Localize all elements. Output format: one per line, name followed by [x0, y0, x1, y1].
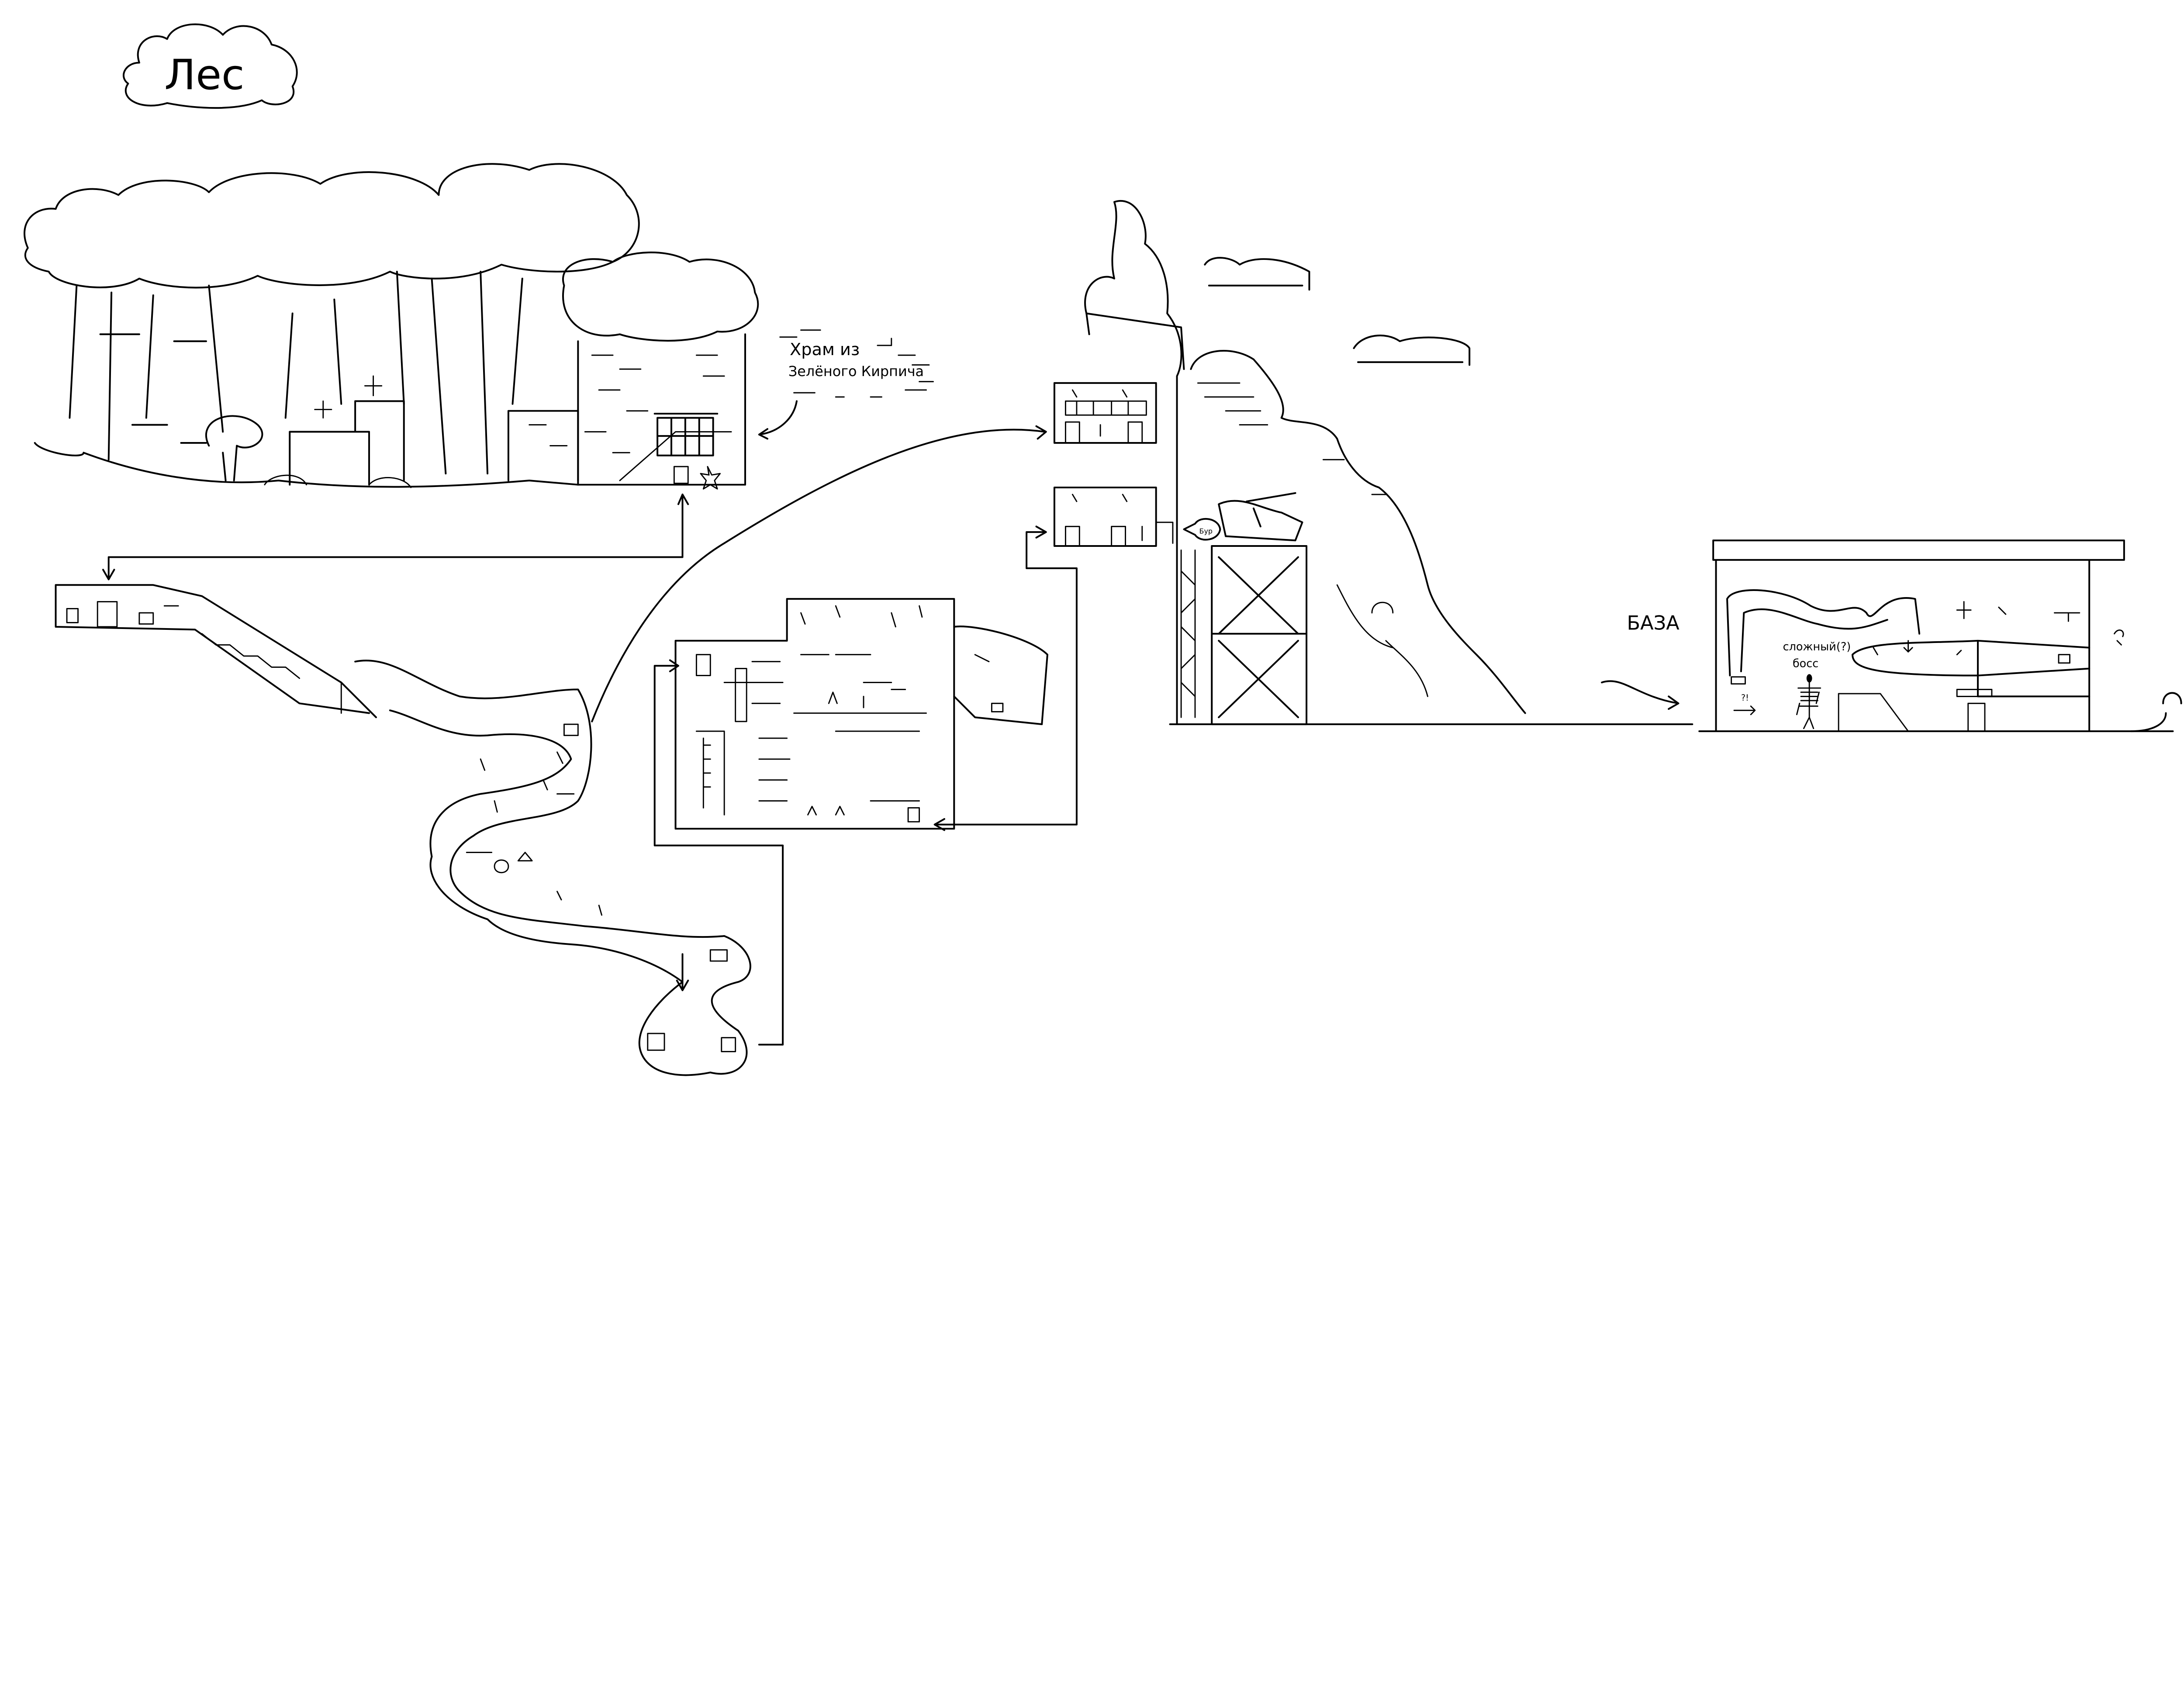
drill-tower: Бур — [1180, 492, 1308, 726]
forest-area — [24, 163, 759, 490]
base-label: БАЗА — [1627, 612, 1679, 634]
temple-label: Храм из Зелёного Кирпича — [758, 329, 934, 440]
skeleton-boss-icon — [1796, 674, 1821, 729]
title-cloud: Лес — [123, 23, 298, 109]
title-text: Лес — [164, 50, 244, 99]
cave-area — [55, 584, 751, 1076]
exclaim-label: ?! — [1741, 693, 1749, 703]
level-map-sketch: Лес Храм из Зелёного Кирпича — [24, 23, 2182, 1076]
temple-label-line2: Зелёного Кирпича — [788, 363, 924, 380]
mountain-area — [1190, 257, 1526, 714]
temple-label-line1: Храм из — [790, 340, 860, 359]
buildings — [1053, 200, 1185, 726]
base-area: БАЗА сложный(?) босс ?! — [1601, 539, 2182, 732]
dungeon-area — [674, 598, 1048, 830]
drill-sign-text: Бур — [1199, 527, 1213, 535]
creature-icon — [2114, 629, 2182, 732]
path-connectors — [102, 425, 1078, 1046]
boss-label-line1: сложный(?) — [1783, 640, 1851, 653]
boss-label-line2: босс — [1793, 657, 1818, 670]
